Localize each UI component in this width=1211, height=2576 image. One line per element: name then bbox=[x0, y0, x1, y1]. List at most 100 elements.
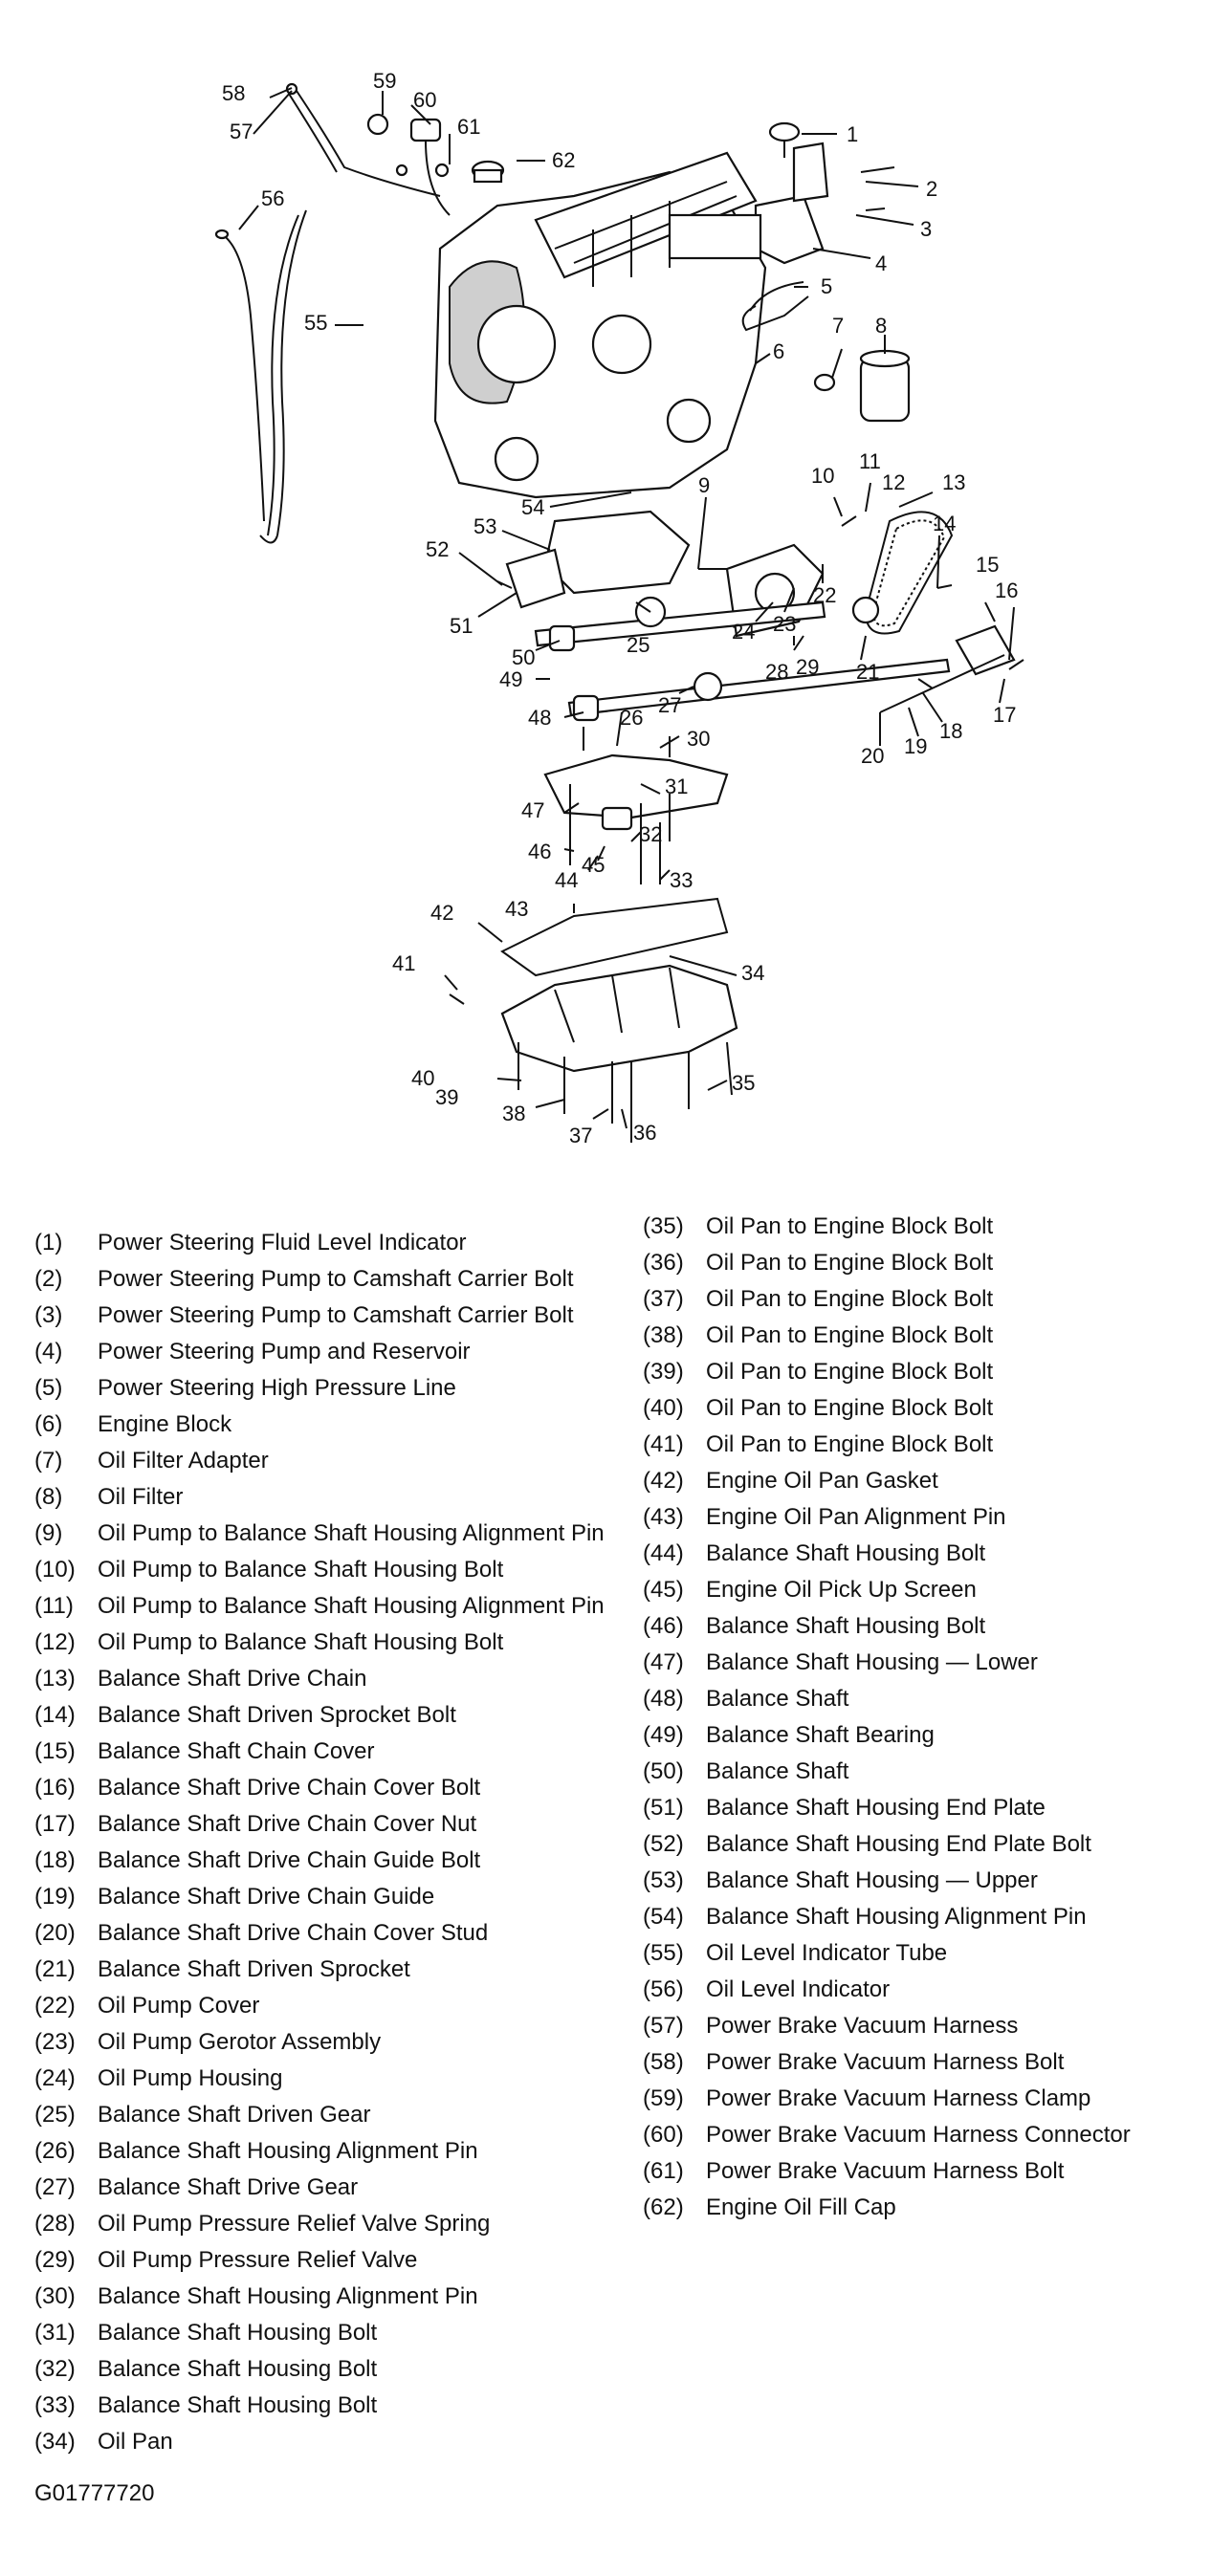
legend-item: (61)Power Brake Vacuum Harness Bolt bbox=[643, 2157, 1207, 2186]
legend-description: Power Steering Pump and Reservoir bbox=[98, 1339, 471, 1364]
legend-number: (25) bbox=[34, 2102, 76, 2128]
callout-3: 3 bbox=[920, 217, 932, 241]
legend-number: (45) bbox=[643, 1577, 684, 1603]
callout-60: 60 bbox=[413, 88, 436, 112]
legend-item: (18)Balance Shaft Drive Chain Guide Bolt bbox=[34, 1846, 647, 1875]
legend-item: (60)Power Brake Vacuum Harness Connector bbox=[643, 2121, 1207, 2150]
legend-number: (57) bbox=[643, 2013, 684, 2039]
legend-description: Oil Pump Pressure Relief Valve Spring bbox=[98, 2211, 491, 2237]
legend-description: Balance Shaft Housing Bolt bbox=[98, 2356, 378, 2382]
legend-description: Engine Oil Pan Alignment Pin bbox=[706, 1504, 1006, 1530]
legend-item: (1) Power Steering Fluid Level Indicator bbox=[34, 1229, 647, 1257]
callout-50: 50 bbox=[512, 645, 535, 669]
legend-number: (17) bbox=[34, 1811, 76, 1837]
legend-number: (15) bbox=[34, 1738, 76, 1764]
callout-38: 38 bbox=[502, 1102, 525, 1125]
legend-item: (9) Oil Pump to Balance Shaft Housing Ali… bbox=[34, 1519, 647, 1548]
legend-number: (13) bbox=[34, 1666, 76, 1692]
legend-number: (16) bbox=[34, 1775, 76, 1801]
legend-item: (24)Oil Pump Housing bbox=[34, 2064, 647, 2093]
legend-number: (1) bbox=[34, 1230, 63, 1255]
legend-item: (20)Balance Shaft Drive Chain Cover Stud bbox=[34, 1919, 647, 1948]
legend-number: (61) bbox=[643, 2158, 684, 2184]
legend-description: Balance Shaft Housing Alignment Pin bbox=[706, 1904, 1087, 1930]
legend-description: Oil Pump to Balance Shaft Housing Alignm… bbox=[98, 1520, 605, 1546]
legend-item: (6)Engine Block bbox=[34, 1410, 647, 1439]
callout-numbers: 1 2 3 4 5 6 7 8 9 10 11 12 13 14 15 16 1… bbox=[222, 69, 1018, 1147]
legend-number: (18) bbox=[34, 1847, 76, 1873]
legend-item: (15)Balance Shaft Chain Cover bbox=[34, 1737, 647, 1766]
legend-number: (52) bbox=[643, 1831, 684, 1857]
legend-description: Balance Shaft Bearing bbox=[706, 1722, 935, 1748]
legend-item: (25)Balance Shaft Driven Gear bbox=[34, 2101, 647, 2129]
legend-description: Oil Pump to Balance Shaft Housing Alignm… bbox=[98, 1593, 605, 1619]
legend-number: (33) bbox=[34, 2392, 76, 2418]
legend-number: (48) bbox=[643, 1686, 684, 1712]
legend-description: Oil Level Indicator Tube bbox=[706, 1940, 948, 1966]
callout-48: 48 bbox=[528, 706, 551, 730]
legend-number: (6) bbox=[34, 1411, 63, 1437]
power-steering-pump-reservoir bbox=[668, 121, 829, 265]
callout-2: 2 bbox=[926, 177, 937, 201]
callout-4: 4 bbox=[875, 251, 887, 275]
figure-id: G01777720 bbox=[34, 2480, 155, 2506]
legend-description: Oil Pan to Engine Block Bolt bbox=[706, 1395, 994, 1421]
legend-description: Engine Oil Fill Cap bbox=[706, 2194, 896, 2220]
legend-item: (59)Power Brake Vacuum Harness Clamp bbox=[643, 2085, 1207, 2113]
callout-16: 16 bbox=[995, 579, 1018, 602]
callout-35: 35 bbox=[732, 1071, 755, 1095]
legend-description: Oil Pan to Engine Block Bolt bbox=[706, 1359, 994, 1385]
legend-item: (22)Oil Pump Cover bbox=[34, 1992, 647, 2020]
legend-number: (39) bbox=[643, 1359, 684, 1385]
legend-number: (41) bbox=[643, 1431, 684, 1457]
legend-number: (22) bbox=[34, 1993, 76, 2019]
balance-shaft-housing-upper bbox=[505, 510, 691, 609]
callout-22: 22 bbox=[813, 583, 836, 607]
legend-item: (47)Balance Shaft Housing — Lower bbox=[643, 1648, 1207, 1677]
legend-number: (4) bbox=[34, 1339, 63, 1364]
legend-item: (33) Balance Shaft Housing Bolt bbox=[34, 2391, 647, 2420]
legend-description: Balance Shaft Housing Bolt bbox=[98, 2392, 378, 2418]
legend-number: (56) bbox=[643, 1976, 684, 2002]
legend-description: Balance Shaft Housing Alignment Pin bbox=[98, 2138, 478, 2164]
legend-item: (31)Balance Shaft Housing Bolt bbox=[34, 2319, 647, 2347]
callout-10: 10 bbox=[811, 464, 834, 488]
callout-9: 9 bbox=[698, 473, 710, 497]
legend-item: (37)Oil Pan to Engine Block Bolt bbox=[643, 1285, 1207, 1314]
callout-53: 53 bbox=[473, 514, 496, 538]
legend-description: Oil Pump Pressure Relief Valve bbox=[98, 2247, 418, 2273]
callout-12: 12 bbox=[882, 470, 905, 494]
callout-13: 13 bbox=[942, 470, 965, 494]
leader-lines bbox=[238, 87, 1015, 1129]
legend-description: Power Steering Fluid Level Indicator bbox=[98, 1230, 467, 1255]
legend-number: (50) bbox=[643, 1758, 684, 1784]
legend-description: Balance Shaft Housing Alignment Pin bbox=[98, 2283, 478, 2309]
legend-number: (2) bbox=[34, 1266, 63, 1292]
legend-item: (50) Balance Shaft bbox=[643, 1757, 1207, 1786]
legend-item: (2)Power Steering Pump to Camshaft Carri… bbox=[34, 1265, 647, 1294]
legend-description: Oil Pan bbox=[98, 2429, 173, 2455]
legend-number: (9) bbox=[34, 1520, 63, 1546]
callout-17: 17 bbox=[993, 703, 1016, 727]
callout-46: 46 bbox=[528, 840, 551, 863]
legend-item: (35)Oil Pan to Engine Block Bolt bbox=[643, 1212, 1207, 1241]
legend-item: (43)Engine Oil Pan Alignment Pin bbox=[643, 1503, 1207, 1532]
legend-description: Oil Pan to Engine Block Bolt bbox=[706, 1213, 994, 1239]
callout-24: 24 bbox=[732, 620, 755, 644]
legend-item: (58)Power Brake Vacuum Harness Bolt bbox=[643, 2048, 1207, 2077]
legend-description: Oil Pump Housing bbox=[98, 2065, 283, 2091]
legend-item: (39) Oil Pan to Engine Block Bolt bbox=[643, 1358, 1207, 1386]
legend-description: Balance Shaft Housing — Upper bbox=[706, 1867, 1038, 1893]
callout-36: 36 bbox=[633, 1121, 656, 1145]
legend-description: Oil Pump to Balance Shaft Housing Bolt bbox=[98, 1557, 504, 1583]
legend-description: Balance Shaft Housing Bolt bbox=[98, 2320, 378, 2346]
legend-number: (51) bbox=[643, 1795, 684, 1821]
legend-item: (57)Power Brake Vacuum Harness bbox=[643, 2012, 1207, 2041]
legend-item: (27)Balance Shaft Drive Gear bbox=[34, 2173, 647, 2202]
legend-number: (12) bbox=[34, 1629, 76, 1655]
callout-43: 43 bbox=[505, 897, 528, 921]
balance-shafts bbox=[534, 596, 951, 722]
legend-description: Balance Shaft bbox=[706, 1758, 849, 1784]
power-steering-high-pressure-line bbox=[741, 281, 809, 332]
legend-item: (29)Oil Pump Pressure Relief Valve bbox=[34, 2246, 647, 2275]
